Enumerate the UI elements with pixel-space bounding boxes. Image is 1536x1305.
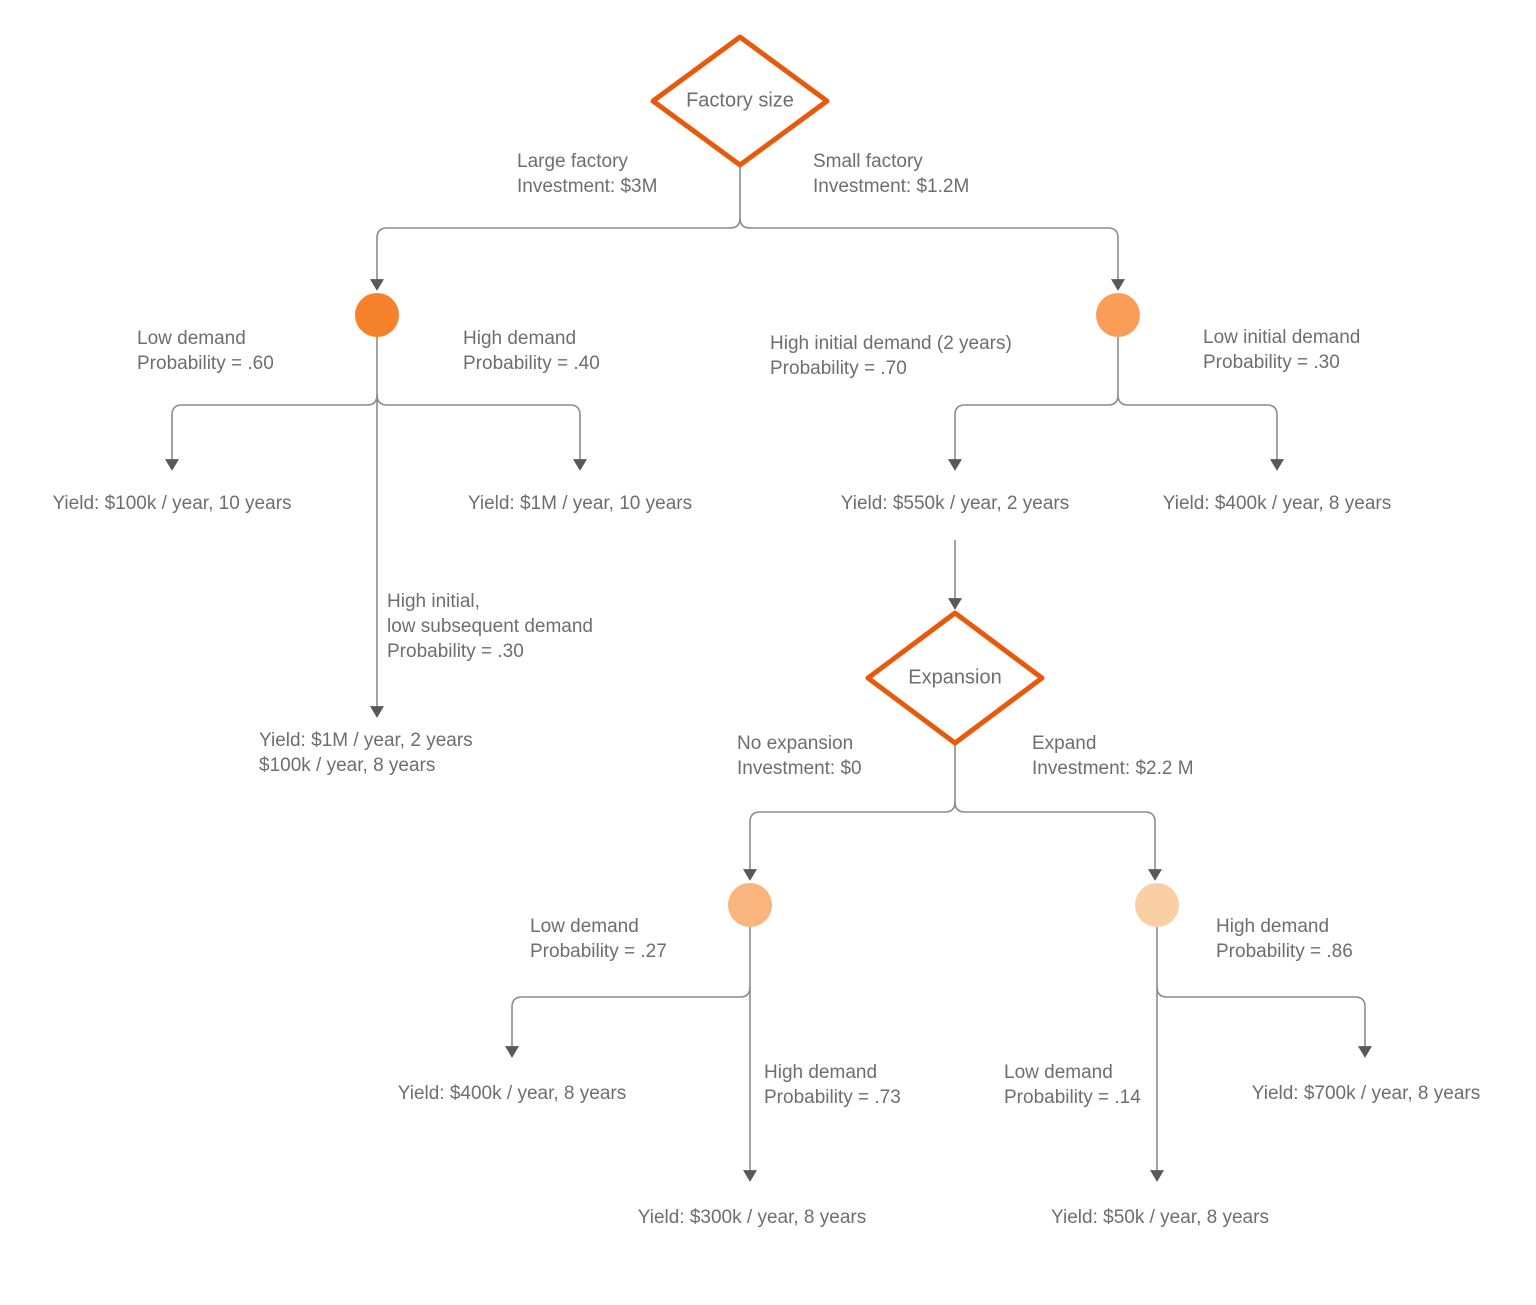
edge-low-demand-60 bbox=[165, 394, 378, 471]
low-demand-60-label-line1: Low demand bbox=[137, 328, 246, 349]
outcome-small-high-initial: Yield: $550k / year, 2 years bbox=[840, 493, 1070, 514]
no-expansion-branch-label-line2: Investment: $0 bbox=[737, 758, 862, 779]
noexp-high-demand-73-label-line1: High demand bbox=[764, 1062, 878, 1083]
low-initial-demand-30-label-line1: Low initial demand bbox=[1203, 327, 1361, 348]
no-expansion-branch-label-line1: No expansion bbox=[737, 733, 854, 754]
outcome-small-low-initial: Yield: $400k / year, 8 years bbox=[1162, 493, 1392, 514]
outcome-expand-low-demand: Yield: $50k / year, 8 years bbox=[1051, 1207, 1269, 1228]
outcome-large-mixed: Yield: $1M / year, 2 years $100k / year,… bbox=[259, 728, 473, 778]
outcome-expand-high-demand: Yield: $700k / year, 8 years bbox=[1251, 1083, 1481, 1104]
low-demand-60-label-line2: Probability = .60 bbox=[137, 353, 274, 374]
expand-low-demand-14-label-line2: Probability = .14 bbox=[1004, 1087, 1141, 1108]
large-factory-branch-label: Large factory Investment: $3M bbox=[517, 149, 657, 199]
edge-low-initial-demand bbox=[1117, 394, 1284, 471]
expand-high-demand-86-label: High demand Probability = .86 bbox=[1216, 914, 1353, 964]
expand-low-demand-14-label: Low demand Probability = .14 bbox=[1004, 1060, 1141, 1110]
expansion-decision-node[interactable] bbox=[865, 610, 1045, 746]
noexp-low-demand-27-label: Low demand Probability = .27 bbox=[530, 914, 667, 964]
expand-branch-label-line1: Expand bbox=[1032, 733, 1097, 754]
expand-branch-label-line2: Investment: $2.2 M bbox=[1032, 758, 1194, 779]
outcome-large-high-demand: Yield: $1M / year, 10 years bbox=[467, 493, 693, 514]
low-initial-demand-30-label: Low initial demand Probability = .30 bbox=[1203, 325, 1360, 375]
edge-high-initial-demand bbox=[948, 337, 1119, 471]
noexp-high-demand-73-label-line2: Probability = .73 bbox=[764, 1087, 901, 1108]
outcome-large-low-demand: Yield: $100k / year, 10 years bbox=[52, 493, 292, 514]
mixed-demand-30-label-line2: low subsequent demand bbox=[387, 616, 593, 637]
factory-size-decision-node[interactable] bbox=[650, 34, 830, 168]
outcome-noexp-low-demand: Yield: $400k / year, 8 years bbox=[397, 1083, 627, 1104]
expand-high-demand-86-label-line1: High demand bbox=[1216, 916, 1330, 937]
no-expansion-branch-label: No expansion Investment: $0 bbox=[737, 731, 862, 781]
edge-expand bbox=[954, 801, 1162, 881]
mixed-demand-30-label-line1: High initial, bbox=[387, 591, 480, 612]
mixed-demand-30-label-line3: Probability = .30 bbox=[387, 641, 524, 662]
outcome-noexp-high-demand: Yield: $300k / year, 8 years bbox=[637, 1207, 867, 1228]
edge-large-factory bbox=[370, 166, 741, 291]
high-initial-demand-70-label: High initial demand (2 years) Probabilit… bbox=[770, 331, 1012, 381]
noexp-high-demand-73-label: High demand Probability = .73 bbox=[764, 1060, 901, 1110]
expansion-node-label: Expansion bbox=[908, 666, 1002, 689]
large-factory-branch-label-line2: Investment: $3M bbox=[517, 176, 658, 197]
expand-high-demand-86-label-line2: Probability = .86 bbox=[1216, 941, 1353, 962]
low-initial-demand-30-label-line2: Probability = .30 bbox=[1203, 352, 1340, 373]
small-factory-branch-label-line2: Investment: $1.2M bbox=[813, 176, 970, 197]
small-factory-branch-label-line1: Small factory bbox=[813, 151, 923, 172]
chance-node-small-factory[interactable] bbox=[1096, 293, 1140, 337]
high-initial-demand-70-label-line2: Probability = .70 bbox=[770, 358, 907, 379]
edge-expand-high-demand bbox=[1156, 986, 1372, 1058]
high-initial-demand-70-label-line1: High initial demand (2 years) bbox=[770, 333, 1012, 354]
chance-node-no-expansion[interactable] bbox=[728, 883, 772, 927]
noexp-low-demand-27-label-line1: Low demand bbox=[530, 916, 639, 937]
outcome-large-mixed-line1: Yield: $1M / year, 2 years bbox=[259, 730, 473, 751]
factory-size-node-label: Factory size bbox=[686, 89, 794, 112]
high-demand-40-label-line2: Probability = .40 bbox=[463, 353, 600, 374]
high-demand-40-label: High demand Probability = .40 bbox=[463, 326, 600, 376]
low-demand-60-label: Low demand Probability = .60 bbox=[137, 326, 274, 376]
small-factory-branch-label: Small factory Investment: $1.2M bbox=[813, 149, 969, 199]
high-demand-40-label-line1: High demand bbox=[463, 328, 577, 349]
edge-no-expansion bbox=[743, 743, 956, 881]
edge-noexp-low-demand bbox=[505, 986, 751, 1058]
chance-node-large-factory[interactable] bbox=[355, 293, 399, 337]
mixed-demand-30-label: High initial, low subsequent demand Prob… bbox=[387, 589, 593, 664]
edge-high-demand-40 bbox=[376, 394, 587, 471]
expand-low-demand-14-label-line1: Low demand bbox=[1004, 1062, 1113, 1083]
outcome-large-mixed-line2: $100k / year, 8 years bbox=[259, 755, 436, 776]
chance-node-expand[interactable] bbox=[1135, 883, 1179, 927]
noexp-low-demand-27-label-line2: Probability = .27 bbox=[530, 941, 667, 962]
expand-branch-label: Expand Investment: $2.2 M bbox=[1032, 731, 1194, 781]
edge-small-factory bbox=[739, 217, 1125, 291]
large-factory-branch-label-line1: Large factory bbox=[517, 151, 628, 172]
